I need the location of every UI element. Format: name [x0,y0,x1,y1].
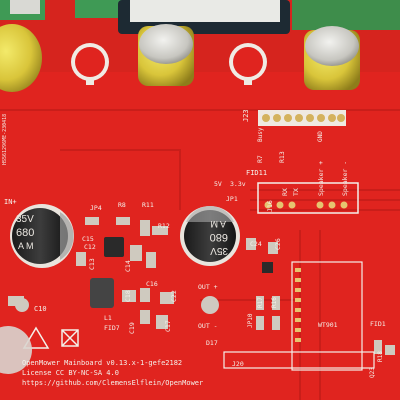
label-q23: Q23 [369,367,376,378]
label-d17: D17 [206,339,218,347]
label-speaker-minus: Speaker - [341,161,349,196]
label-c12: C12 [84,243,96,251]
mounting-holes [15,43,267,314]
capacitor-markings-left: 35V 680 A M [16,214,34,251]
label-r8: R8 [118,201,126,209]
label-c17: C17 [164,320,172,332]
label-r13: R13 [278,151,286,163]
label-l1: L1 [104,314,112,322]
smd-passives [8,217,395,355]
capacitor-markings-mid: 35V 680 A M [210,219,228,256]
silkscreen-text: J23 Busy GND FID11 R7 R13 5V 3.3v JP1 J1… [2,109,386,387]
cap-mid-brand: A M [210,219,226,229]
label-r7: R7 [256,155,264,163]
cap-left-voltage: 35V [16,214,34,225]
logos [0,326,79,374]
label-c19: C19 [128,322,136,334]
label-r18: R18 [377,351,384,362]
green-module-right [292,0,400,30]
black-capacitor-mid [180,206,240,266]
yellow-capacitor-2 [138,24,194,86]
wt901-footprint [291,261,363,371]
label-speaker-plus: Speaker + [317,161,325,196]
label-j16: J16 [266,200,274,212]
label-wt901: WT901 [318,321,338,329]
label-r12: R12 [158,222,170,230]
label-out-minus: OUT - [198,322,218,330]
header-j20 [223,351,375,369]
label-out-plus: OUT + [198,283,218,291]
label-gnd: GND [317,131,324,142]
label-jp10: JP10 [247,313,254,328]
label-c22: C22 [170,290,178,302]
label-rx: RX [281,188,289,196]
board-license: License CC BY-NC-SA 4.0 [22,369,119,377]
label-c18: C18 [124,290,132,302]
header-j23 [258,110,346,126]
label-in-plus: IN+ [4,198,17,206]
label-c14: C14 [124,260,132,272]
label-3v3: 3.3v [230,180,246,188]
label-c13: C13 [88,258,96,270]
label-fid11: FID11 [246,169,267,177]
label-jp1: JP1 [226,195,238,203]
green-module-mid [75,0,130,18]
label-5v: 5V [214,180,222,188]
label-r16: R16 [271,297,278,308]
yellow-capacitor-3 [304,26,360,90]
label-j20: J20 [232,360,244,368]
cap-mid-capacitance: 680 [210,231,228,243]
connector-j16 [257,182,359,214]
label-r11: R11 [142,201,154,209]
black-capacitor-left [10,204,74,268]
label-serial: HS561296ME-230418 [2,114,8,165]
cap-left-brand: A M [18,241,34,251]
yellow-capacitor-1 [0,24,42,92]
label-busy: Busy [257,127,264,142]
board-title: OpenMower Mainboard v0.13.x-1-gefe2182 [22,359,182,367]
label-r17: R17 [257,297,264,308]
smd-chips [90,237,273,308]
label-c26: C26 [274,238,282,250]
cap-mid-voltage: 35V [210,245,228,256]
label-tx: TX [292,188,300,196]
label-fid1: FID1 [370,320,386,328]
label-fid7: FID7 [104,324,120,332]
label-c15: C15 [82,235,94,243]
label-c24: C24 [250,240,262,248]
cap-left-capacitance: 680 [16,227,34,239]
label-jp4: JP4 [90,204,102,212]
label-c10: C10 [34,305,47,313]
board-url: https://github.com/ClemensElflein/OpenMo… [22,379,203,387]
label-c16: C16 [146,280,158,288]
label-j23: J23 [242,109,250,122]
